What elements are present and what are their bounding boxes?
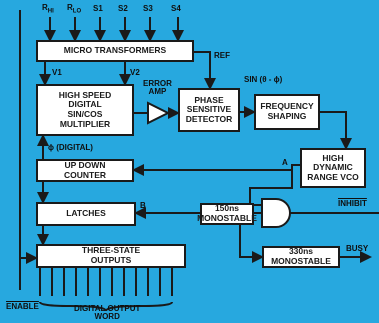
phase-detector-block: PHASE SENSITIVE DETECTOR <box>178 88 240 132</box>
a-to-gate <box>249 170 293 206</box>
three-state-outputs-block: THREE-STATE OUTPUTS <box>36 244 186 268</box>
b-label: B <box>140 201 146 210</box>
digital-output-word-label: DIGITAL OUTPUT WORD <box>74 304 141 322</box>
inhibit-label: INHIBIT <box>338 199 367 208</box>
pin-rhi-label: RHI <box>42 3 54 15</box>
multiplier-block: HIGH SPEED DIGITAL SIN/COS MULTIPLIER <box>36 84 134 136</box>
v2-label: V2 <box>130 68 140 77</box>
pin-s3-label: S3 <box>143 4 153 13</box>
output-word-brace <box>39 301 173 312</box>
up-down-counter-block: UP DOWN COUNTER <box>36 159 134 182</box>
and-gate-symbol <box>261 198 291 228</box>
sin-label: SIN (θ - ϕ) <box>244 75 283 84</box>
v1-label: V1 <box>52 68 62 77</box>
ref-label: REF <box>214 51 230 60</box>
fs-to-vco <box>320 111 352 150</box>
ref-wire <box>194 51 216 90</box>
vco-to-counter <box>132 164 300 176</box>
pin-s4-label: S4 <box>171 4 181 13</box>
monostable-330-block: 330ns MONOSTABLE <box>262 246 340 268</box>
error-amp-symbol <box>147 101 171 125</box>
gate-to-busy-mono <box>239 213 264 263</box>
pin-s2-label: S2 <box>118 4 128 13</box>
pin-rlo-label: RLO <box>67 3 82 15</box>
busy-label: BUSY <box>346 244 369 253</box>
micro-transformers-block: MICRO TRANSFORMERS <box>36 40 194 62</box>
monostable-150-block: 150ns MONOSTABLE <box>197 203 257 225</box>
vco-block: HIGH DYNAMIC RANGE VCO <box>300 148 366 188</box>
latches-block: LATCHES <box>36 202 136 226</box>
enable-label: ENABLE <box>6 302 39 311</box>
pin-s1-label: S1 <box>93 4 103 13</box>
frequency-shaping-block: FREQUENCY SHAPING <box>254 94 320 130</box>
a-label: A <box>282 158 288 167</box>
error-amp-label: ERROR AMP <box>143 79 172 97</box>
digital-output-pins <box>39 266 173 296</box>
phi-digital-label: ϕ (DIGITAL) <box>48 143 93 152</box>
